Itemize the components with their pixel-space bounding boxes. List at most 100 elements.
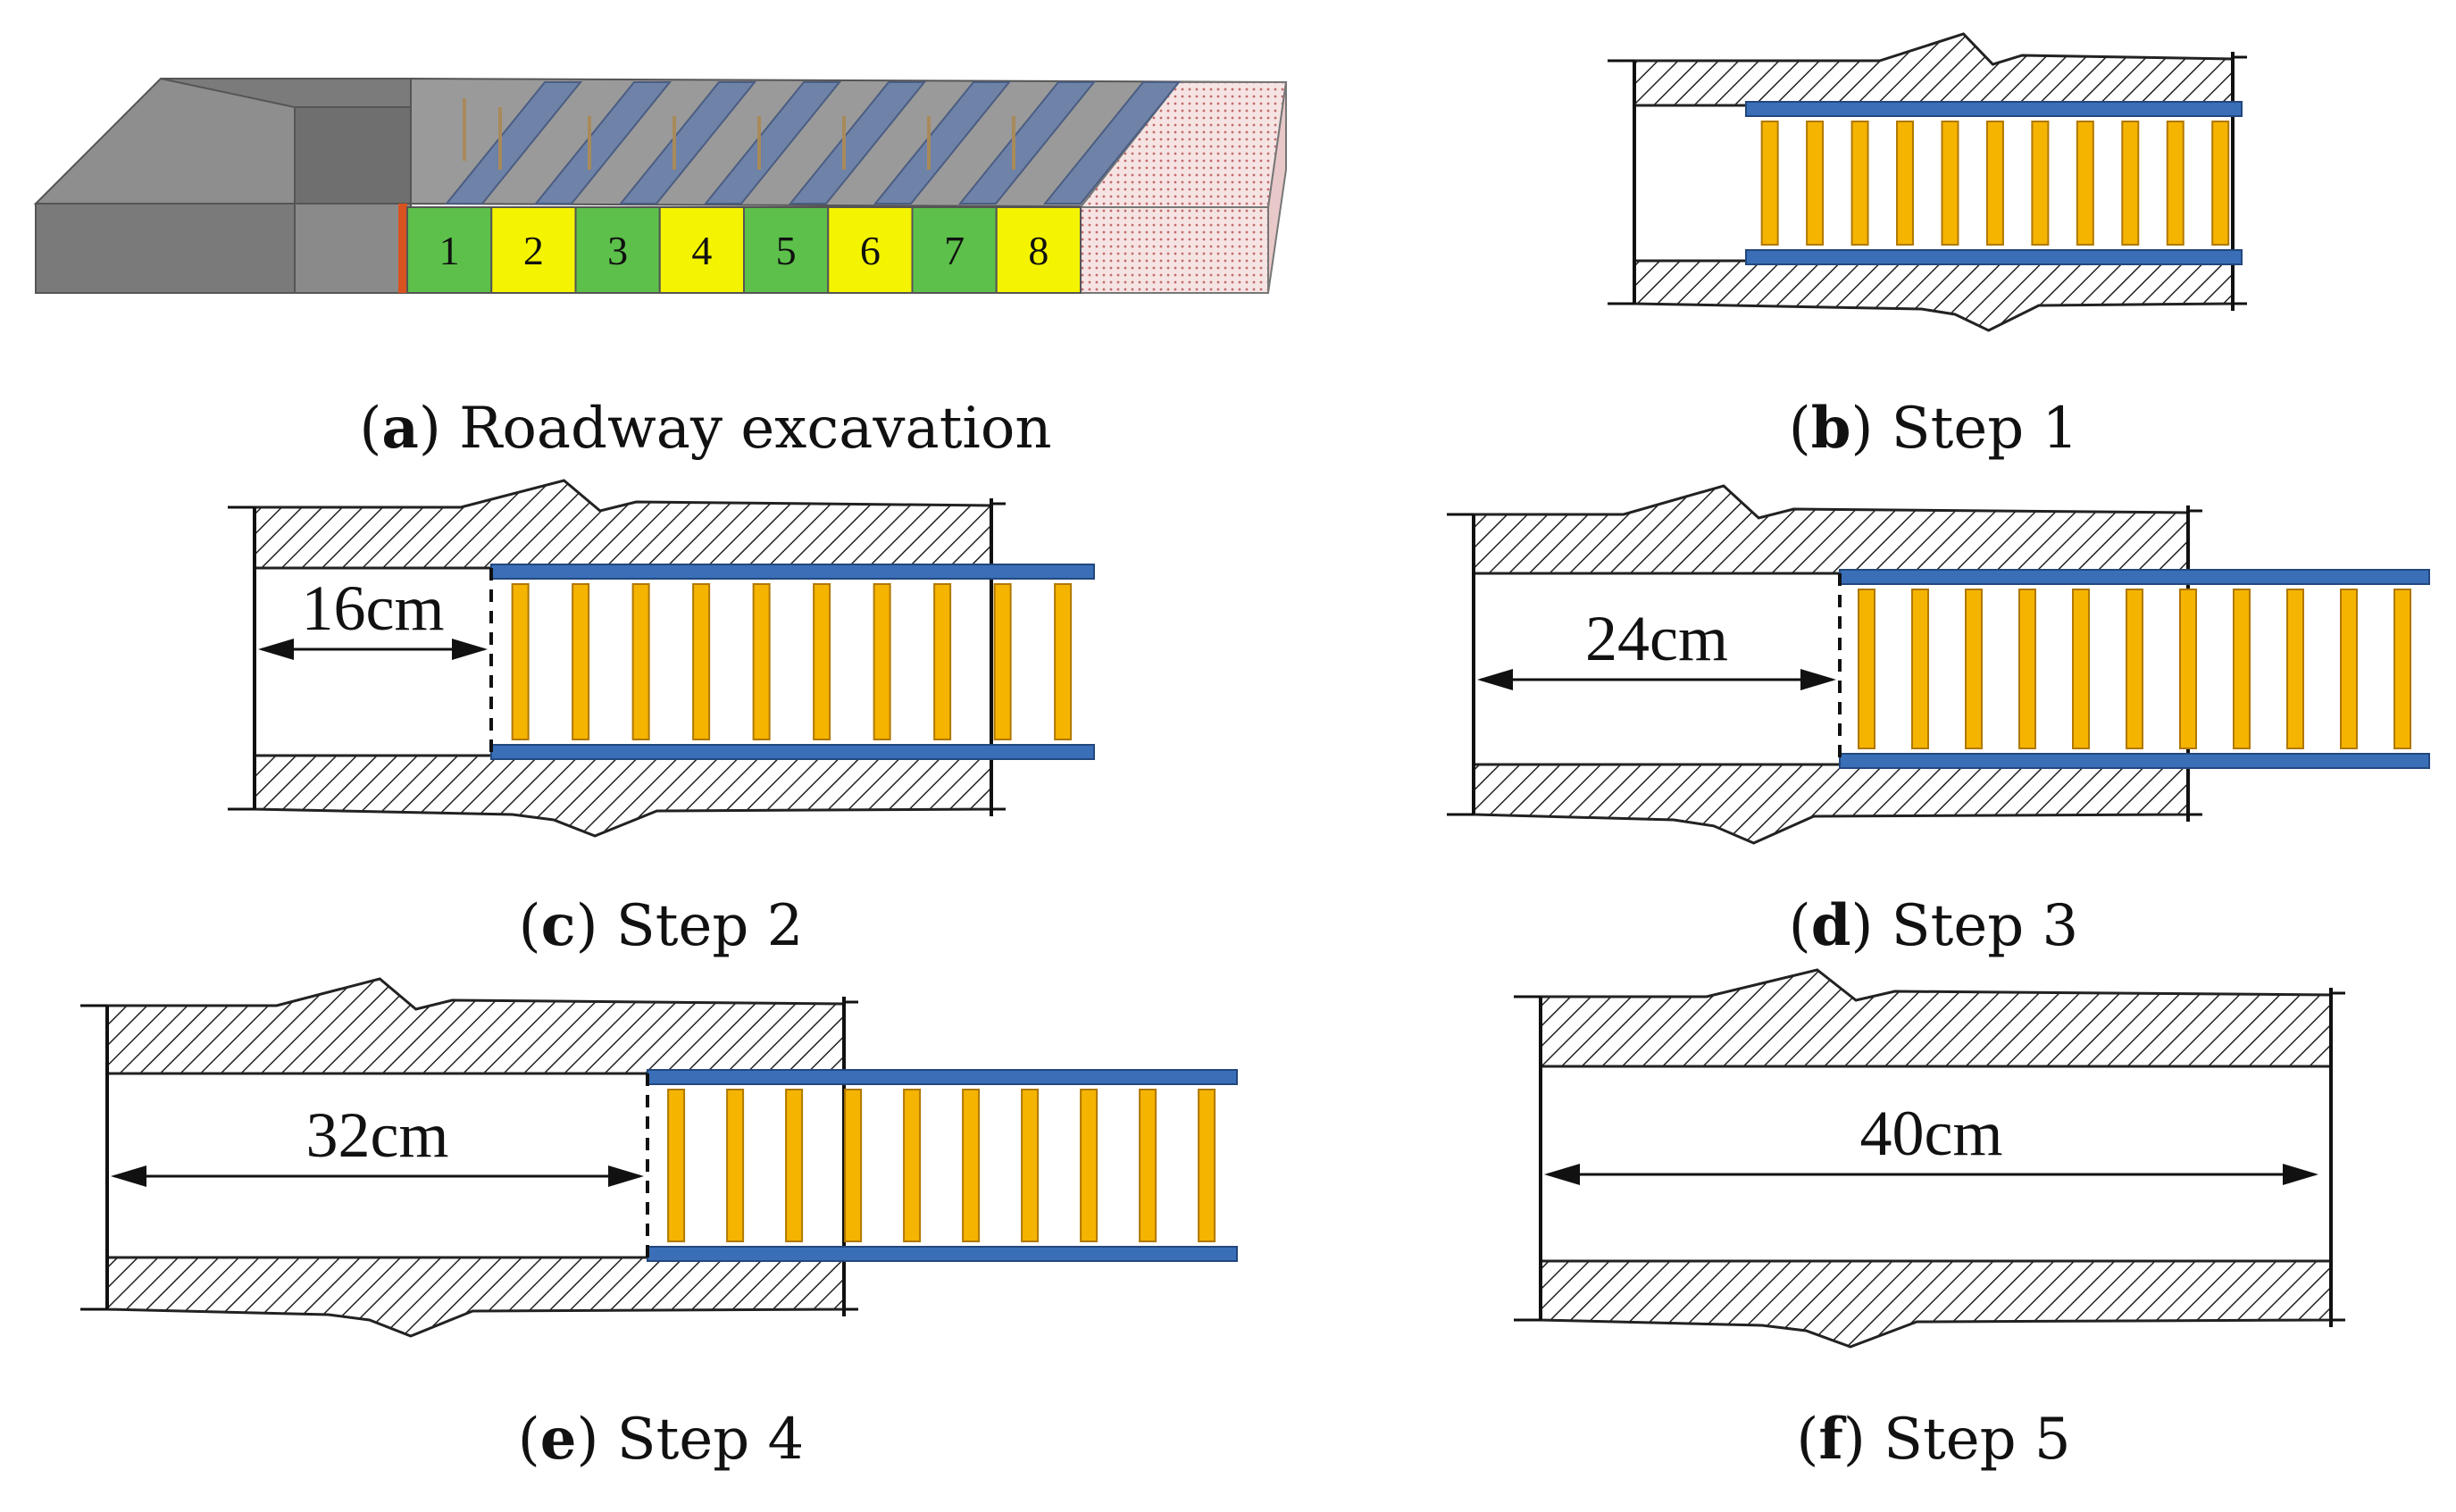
- arrow-left-icon: [1477, 669, 1513, 690]
- arrow-left-icon: [258, 639, 294, 660]
- dimension-label: 40cm: [1860, 1098, 2003, 1169]
- arrow-left-icon: [1544, 1164, 1580, 1185]
- support-post: [2179, 589, 2197, 749]
- support-top-beam: [1839, 569, 2430, 585]
- support-post: [1806, 121, 1825, 246]
- support-post: [2072, 589, 2090, 749]
- support-post: [1850, 121, 1869, 246]
- rock-floor: [253, 754, 993, 838]
- rock-floor: [1633, 259, 2235, 332]
- segment-label: 7: [944, 228, 965, 273]
- caption-a: (a) Roadway excavation: [359, 395, 1052, 462]
- rock-roof: [1633, 32, 2235, 107]
- rock-floor: [1472, 763, 2190, 845]
- support-post: [873, 583, 891, 740]
- segment-block: [574, 206, 661, 294]
- caption-d: (d) Step 3: [1788, 892, 2079, 959]
- support-post: [2286, 589, 2304, 749]
- segment-block: [995, 206, 1082, 294]
- rock-floor: [105, 1256, 846, 1338]
- section-d: 24cm: [1447, 484, 2430, 845]
- support-post: [1198, 1089, 1216, 1242]
- caption-c: (c) Step 2: [518, 892, 804, 959]
- dimension-label: 32cm: [306, 1099, 449, 1171]
- segment-row: 1 2 3 4 5 6 7 8: [406, 206, 1082, 294]
- support-post: [2166, 121, 2185, 246]
- support-post: [726, 1089, 745, 1242]
- rock-floor: [1539, 1259, 2333, 1349]
- support-post: [2340, 589, 2358, 749]
- support-post: [1760, 121, 1779, 246]
- support-post: [2031, 121, 2050, 246]
- arrow-left-icon: [111, 1165, 146, 1187]
- support-post: [1139, 1089, 1157, 1242]
- support-post: [1021, 1089, 1040, 1242]
- support-post: [1911, 589, 1929, 749]
- segment-block: [911, 206, 998, 294]
- segment-label: 5: [776, 228, 797, 273]
- segment-label: 4: [691, 228, 712, 273]
- support-post: [752, 583, 771, 740]
- caption-e: (e) Step 4: [517, 1406, 805, 1473]
- rock-roof: [253, 479, 993, 570]
- panel-a-model: 1 2 3 4 5 6 7 8: [33, 77, 1288, 294]
- segment-label: 3: [607, 228, 628, 273]
- support-top-beam: [647, 1069, 1238, 1085]
- support-post: [2126, 589, 2143, 749]
- support-post: [933, 583, 952, 740]
- arrow-right-icon: [2283, 1164, 2318, 1185]
- section-f: 40cm: [1514, 968, 2345, 1349]
- support-post: [2393, 589, 2411, 749]
- segment-block: [406, 206, 493, 294]
- support-post: [1080, 1089, 1099, 1242]
- support-bottom-beam: [1839, 753, 2430, 769]
- rock-roof: [105, 977, 846, 1075]
- caption-f: (f) Step 5: [1796, 1406, 2071, 1473]
- support-post: [2211, 121, 2230, 246]
- support-post: [572, 583, 590, 740]
- support-top-beam: [490, 564, 1095, 580]
- support-post: [2121, 121, 2140, 246]
- model-beams: [444, 81, 1182, 205]
- support-post: [813, 583, 831, 740]
- section-b: [1608, 32, 2247, 332]
- support-post: [993, 583, 1012, 740]
- support-post: [692, 583, 711, 740]
- support-post: [1941, 121, 1959, 246]
- support-post: [1054, 583, 1073, 740]
- support-post: [631, 583, 650, 740]
- rock-roof: [1539, 968, 2333, 1068]
- arrow-right-icon: [452, 639, 488, 660]
- segment-label: 8: [1028, 228, 1048, 273]
- arrow-right-icon: [1800, 669, 1836, 690]
- support-post: [667, 1089, 686, 1242]
- dimension-label: 16cm: [302, 572, 445, 644]
- support-post: [844, 1089, 863, 1242]
- support-post: [1985, 121, 2004, 246]
- support-post: [1896, 121, 1915, 246]
- support-post: [903, 1089, 922, 1242]
- support-bottom-beam: [1745, 249, 2243, 265]
- dimension-label: 24cm: [1585, 603, 1728, 674]
- segment-label: 1: [439, 228, 460, 273]
- section-c: 16cm: [228, 479, 1095, 838]
- support-post: [2018, 589, 2036, 749]
- rock-roof: [1472, 484, 2190, 575]
- segment-label: 6: [860, 228, 881, 273]
- support-post: [2076, 121, 2094, 246]
- support-post: [785, 1089, 804, 1242]
- support-post: [511, 583, 530, 740]
- support-bottom-beam: [647, 1246, 1238, 1262]
- segment-block: [743, 206, 830, 294]
- support-top-beam: [1745, 101, 2243, 117]
- section-e: 32cm: [80, 977, 1238, 1338]
- segment-label: 2: [523, 228, 544, 273]
- caption-b: (b) Step 1: [1788, 395, 2079, 462]
- support-post: [2233, 589, 2251, 749]
- support-bottom-beam: [490, 744, 1095, 760]
- support-post: [1858, 589, 1875, 749]
- cross-sections: 16cm 24cm 32cm 40cm: [80, 32, 2430, 1349]
- support-post: [1965, 589, 1983, 749]
